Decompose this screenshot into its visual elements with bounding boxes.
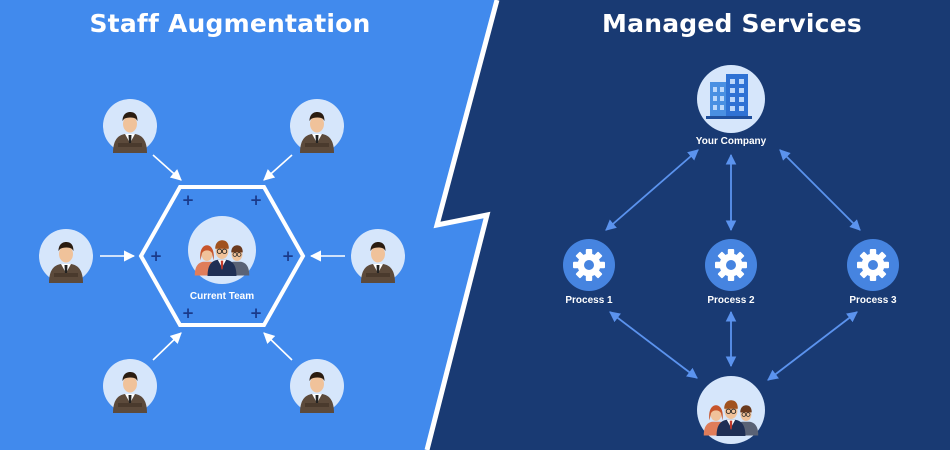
staff-augmentation-title: Staff Augmentation <box>89 9 371 38</box>
connector-company-process-3 <box>779 149 861 231</box>
arrow-staff-5-to-team <box>152 332 182 361</box>
connector-process-1-team <box>609 311 698 379</box>
businessman-icon <box>290 359 344 413</box>
plus-mark: + <box>250 191 263 209</box>
arrow-staff-6-to-team <box>263 332 293 361</box>
managed-services-title: Managed Services <box>602 9 862 38</box>
your-company-label: Your Company <box>695 136 767 147</box>
office-building-icon <box>697 65 765 133</box>
arrow-staff-2-to-team <box>263 154 293 181</box>
connector-process-3-team <box>767 311 858 381</box>
current-team-hexagon <box>138 185 306 327</box>
process-1-label: Process 1 <box>565 295 613 306</box>
businessman-icon <box>103 359 157 413</box>
businessman-icon <box>290 99 344 153</box>
plus-mark: + <box>250 304 263 322</box>
zigzag-divider <box>424 0 500 450</box>
plus-mark: + <box>282 247 295 265</box>
team-icon <box>696 375 766 445</box>
businessman-icon <box>39 229 93 283</box>
left-panel-background <box>0 0 497 450</box>
team-icon <box>187 215 257 285</box>
current-team-label: Current Team <box>189 291 255 302</box>
businessman-icon <box>103 99 157 153</box>
gear-icon <box>847 239 899 291</box>
plus-mark: + <box>150 247 163 265</box>
plus-mark: + <box>182 191 195 209</box>
connector-company-process-1 <box>605 149 699 231</box>
process-2-label: Process 2 <box>707 295 755 306</box>
businessman-icon <box>351 229 405 283</box>
gear-icon <box>563 239 615 291</box>
process-3-label: Process 3 <box>849 295 897 306</box>
gear-icon <box>705 239 757 291</box>
plus-mark: + <box>182 304 195 322</box>
arrow-staff-1-to-team <box>152 154 182 181</box>
